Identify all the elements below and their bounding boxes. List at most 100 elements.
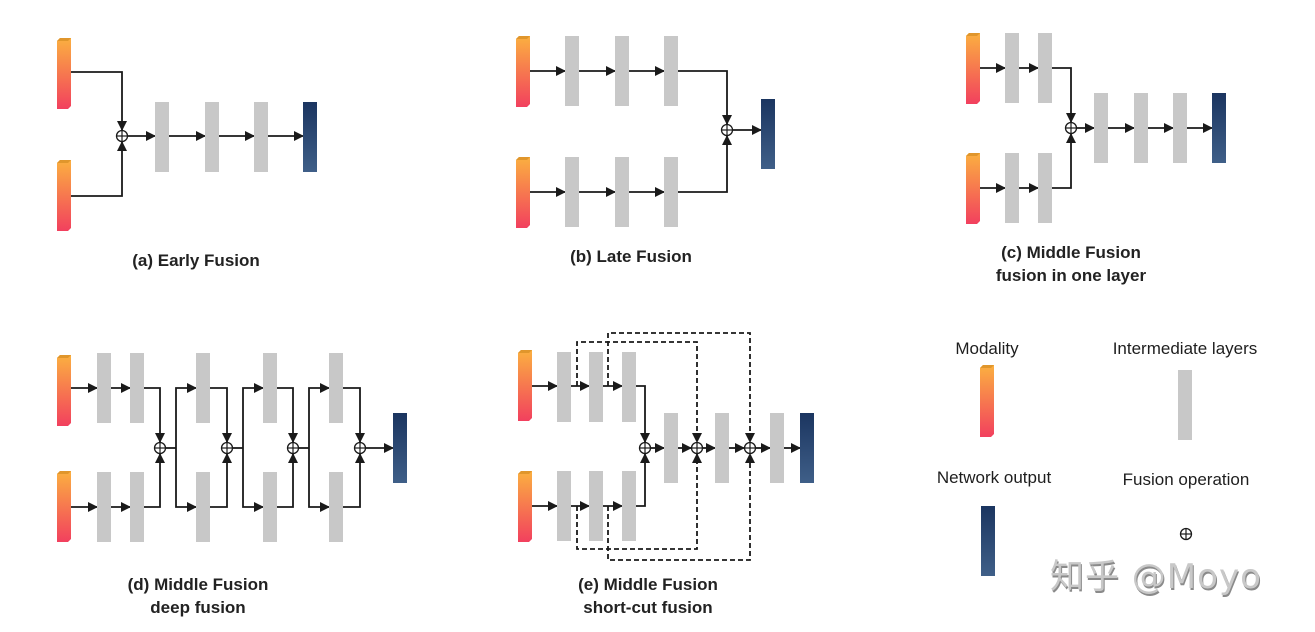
watermark: 知乎 @Moyo [1050, 557, 1262, 597]
fusion-operation-icon [115, 129, 129, 143]
network-output [981, 506, 995, 576]
caption-middle-fusion-deep: (d) Middle Fusion deep fusion [98, 573, 298, 619]
fusion-operation-icon [638, 441, 652, 455]
intermediate-layer [1038, 153, 1052, 223]
intermediate-layer [589, 352, 603, 422]
fusion-operation-icon [743, 441, 757, 455]
connection-arrow [1052, 133, 1076, 189]
intermediate-layer [664, 413, 678, 483]
connection-arrow [1052, 67, 1076, 123]
shortcut-connection [576, 453, 702, 550]
modality-block [57, 471, 71, 542]
connection-arrow [277, 453, 298, 508]
intermediate-layer [1094, 93, 1108, 163]
intermediate-layer [1038, 33, 1052, 103]
intermediate-layer [196, 353, 210, 423]
intermediate-layer [1178, 370, 1192, 440]
intermediate-layer [254, 102, 268, 172]
intermediate-layer [664, 157, 678, 227]
intermediate-layer [1134, 93, 1148, 163]
modality-bar [518, 471, 532, 542]
intermediate-layer [615, 36, 629, 106]
modality-block [57, 38, 71, 109]
fusion-operation-icon [153, 441, 167, 455]
shortcut-connection [607, 332, 755, 443]
connection-arrow [636, 385, 650, 443]
modality-top-face [980, 365, 994, 368]
fusion-operation-icon [720, 123, 734, 137]
modality-block [57, 355, 71, 426]
connection-arrow [308, 448, 330, 512]
intermediate-layer [770, 413, 784, 483]
caption-line: deep fusion [150, 598, 246, 617]
intermediate-layer [715, 413, 729, 483]
modality-block [57, 160, 71, 231]
modality-bar [516, 36, 530, 107]
intermediate-layer [1005, 153, 1019, 223]
connection-arrow [678, 70, 732, 125]
shortcut-connection [607, 453, 755, 561]
shortcut-connection [576, 341, 702, 443]
modality-bar [980, 365, 994, 437]
intermediate-layer [622, 471, 636, 541]
connection-arrow [210, 387, 232, 443]
connection-arrow [175, 448, 197, 512]
connection-arrow [242, 383, 264, 448]
intermediate-layer [329, 353, 343, 423]
network-output [393, 413, 407, 483]
modality-block [516, 36, 530, 107]
modality-top-face [57, 471, 71, 474]
modality-top-face [57, 38, 71, 41]
fusion-operation-icon [1179, 527, 1193, 541]
connection-arrow [71, 141, 127, 197]
modality-top-face [966, 33, 980, 36]
modality-top-face [966, 153, 980, 156]
connection-arrow [308, 383, 330, 448]
modality-top-face [518, 350, 532, 353]
intermediate-layer [196, 472, 210, 542]
intermediate-layer [155, 102, 169, 172]
caption-line: (a) Early Fusion [132, 251, 260, 270]
legend-output-label: Network output [936, 468, 1052, 487]
network-output [1212, 93, 1226, 163]
caption-line: (e) Middle Fusion [578, 575, 718, 594]
modality-bar [518, 350, 532, 421]
connection-arrow [277, 387, 298, 443]
network-output [800, 413, 814, 483]
caption-early-fusion: (a) Early Fusion [96, 249, 296, 272]
intermediate-layer [97, 472, 111, 542]
intermediate-layer [565, 157, 579, 227]
connection-arrow [343, 453, 365, 508]
caption-line: (d) Middle Fusion [127, 575, 269, 594]
fusion-operation-icon [1064, 121, 1078, 135]
connection-arrow [343, 387, 365, 443]
modality-bar [516, 157, 530, 228]
legend-modality-label: Modality [955, 339, 1019, 358]
modality-top-face [516, 157, 530, 160]
connection-arrow [175, 383, 197, 448]
caption-middle-fusion-one-layer: (c) Middle Fusion fusion in one layer [971, 241, 1171, 287]
caption-middle-fusion-shortcut: (e) Middle Fusion short-cut fusion [548, 573, 748, 619]
connection-arrow [636, 453, 650, 507]
intermediate-layer [557, 471, 571, 541]
intermediate-layer [1173, 93, 1187, 163]
intermediate-layer [1005, 33, 1019, 103]
modality-bar [57, 471, 71, 542]
intermediate-layer [565, 36, 579, 106]
intermediate-layer [589, 471, 603, 541]
intermediate-layer [205, 102, 219, 172]
modality-block [966, 153, 980, 224]
modality-block [518, 471, 532, 542]
modality-top-face [518, 471, 532, 474]
legend-intermediate-label: Intermediate layers [1112, 339, 1258, 358]
connection-arrow [71, 71, 127, 131]
connection-arrow [144, 453, 165, 508]
connection-arrow [242, 448, 264, 512]
caption-late-fusion: (b) Late Fusion [531, 245, 731, 268]
fusion-operation-icon [690, 441, 704, 455]
modality-top-face [57, 160, 71, 163]
modality-top-face [57, 355, 71, 358]
intermediate-layer [97, 353, 111, 423]
intermediate-layer [263, 472, 277, 542]
